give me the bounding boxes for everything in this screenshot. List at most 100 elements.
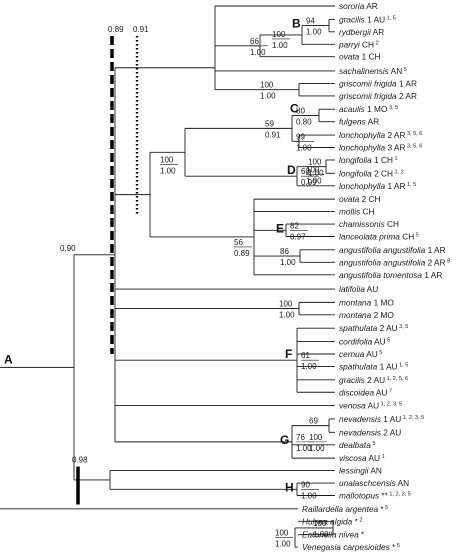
support-value: 941.00 [306, 17, 324, 37]
svg-text:1.00: 1.00 [250, 48, 266, 57]
svg-text:100: 100 [279, 300, 293, 309]
svg-text:100: 100 [309, 433, 323, 442]
taxon-label: lonchophylla 2 AR 3, 5, 6 [339, 130, 422, 140]
support-value: 680.99 [301, 167, 319, 187]
support-value: 69 [309, 417, 318, 426]
taxon-label: angustifolia angustifolia 1 AR [339, 245, 446, 255]
taxon-label: sororia AR [339, 1, 378, 11]
svg-text:68: 68 [301, 167, 310, 176]
svg-text:80: 80 [296, 106, 305, 115]
taxon-label: ovata 1 CH [339, 52, 381, 62]
svg-text:94: 94 [306, 17, 315, 26]
support-value: 901.00 [301, 480, 319, 500]
taxon-label: Hulsea algida * 2 [302, 516, 362, 526]
svg-text:66: 66 [250, 37, 259, 46]
support-value: 861.00 [280, 247, 298, 267]
clade-letter-g: G [280, 433, 289, 447]
taxon-label: venosa AU 1, 2, 3, 5 [339, 401, 402, 411]
support-value: 100 1.00 [260, 81, 278, 101]
taxon-label: discoidea AU 7 [339, 387, 392, 397]
taxon-label: nevadensis 2 AU [339, 427, 401, 437]
support-value: 100 1.00 [279, 300, 297, 320]
taxon-label: lonchophylla 3 AR 3, 5, 6 [339, 143, 422, 153]
clade-letter-b: B [292, 17, 301, 31]
svg-text:0.89: 0.89 [234, 249, 250, 258]
svg-text:100: 100 [260, 81, 274, 90]
svg-text:1.00: 1.00 [309, 444, 325, 453]
taxon-label: cordifolia AU 5 [339, 337, 390, 347]
svg-text:100: 100 [313, 519, 327, 528]
support-value: 611.00 [301, 351, 319, 371]
taxon-label: latifolia AU [339, 284, 378, 294]
taxon-label: chamissonis CH [339, 219, 399, 229]
svg-text:1.00: 1.00 [308, 169, 324, 178]
svg-text:1.00: 1.00 [260, 92, 276, 101]
svg-text:82: 82 [290, 221, 299, 230]
support-value: 100 1.00 [309, 433, 327, 453]
svg-text:99: 99 [296, 132, 305, 141]
taxon-label: dealbata 5 [339, 440, 375, 450]
support-value: 800.80 [296, 106, 314, 126]
svg-text:100: 100 [306, 166, 320, 175]
posterior-value: 0.98 [72, 456, 88, 465]
svg-text:90: 90 [301, 480, 310, 489]
svg-text:1.00: 1.00 [301, 362, 317, 371]
taxon-label: mallotopus ** 1, 2, 3, 5 [339, 491, 411, 501]
support-value: 560.89 [234, 238, 252, 258]
svg-text:69: 69 [309, 417, 318, 426]
taxon-label: Raillardella argentea * 5 [302, 504, 388, 514]
taxon-label: spathulata 1 AU 1, 5 [339, 361, 408, 371]
svg-text:1.00: 1.00 [296, 444, 312, 453]
taxon-label: acaulis 1 MO 3, 5 [339, 104, 398, 114]
taxon-label: griscomii frigida 2 AR [339, 91, 417, 101]
taxon-label: parryi CH 2 [338, 39, 379, 49]
tree-branches [0, 5, 335, 548]
taxon-label: lessingii AN [339, 466, 382, 476]
support-value: 761.00 [296, 433, 314, 453]
svg-text:1.00: 1.00 [301, 491, 317, 500]
taxon-label: longifolia 1 CH 1 [339, 155, 398, 165]
clade-letter-e: E [276, 221, 284, 235]
svg-text:61: 61 [301, 351, 310, 360]
svg-text:0.99: 0.99 [301, 178, 317, 187]
clade-letter-c: C [290, 101, 299, 115]
svg-text:1.00: 1.00 [296, 143, 312, 152]
taxon-label: rydbergii AR [339, 27, 384, 37]
svg-text:56: 56 [234, 238, 243, 247]
svg-text:0.91: 0.91 [265, 130, 281, 139]
taxon-label: mollis CH [339, 207, 375, 217]
taxon-label: viscosa AU 1 [339, 453, 385, 463]
taxon-label: angustifolia tomentosa 1 AR [339, 270, 442, 280]
svg-text:100: 100 [275, 529, 289, 538]
svg-text:1.00: 1.00 [306, 177, 322, 186]
svg-text:100: 100 [272, 30, 286, 39]
clade-letter-f: F [285, 347, 292, 361]
svg-text:76: 76 [296, 433, 305, 442]
clade-letter-a: A [4, 352, 13, 366]
support-markers [76, 36, 139, 505]
support-value: 991.00 [296, 132, 314, 152]
taxon-label: sachalinensis AN 5 [339, 66, 407, 76]
svg-text:0.97: 0.97 [290, 232, 306, 241]
taxon-label: gracilis 2 AU 1, 2, 5, 6 [339, 375, 408, 385]
taxon-label: longifolia 2 CH 1, 2 [339, 168, 404, 178]
taxon-label: Venegasia carpesioides * 5 [302, 542, 400, 552]
svg-text:100: 100 [308, 158, 322, 167]
taxon-label: unalaschcensis AN [339, 478, 409, 488]
taxon-label: ovata 2 CH [339, 194, 381, 204]
svg-text:1.00: 1.00 [279, 311, 295, 320]
posterior-value: 0.89 [108, 25, 124, 34]
svg-text:86: 86 [280, 247, 289, 256]
posterior-value: 0.91 [133, 25, 149, 34]
svg-text:1.00: 1.00 [313, 530, 329, 539]
taxon-label: griscomii frigida 1 AR [339, 78, 417, 88]
support-value: 590.91 [265, 119, 283, 139]
svg-text:100: 100 [160, 155, 174, 164]
